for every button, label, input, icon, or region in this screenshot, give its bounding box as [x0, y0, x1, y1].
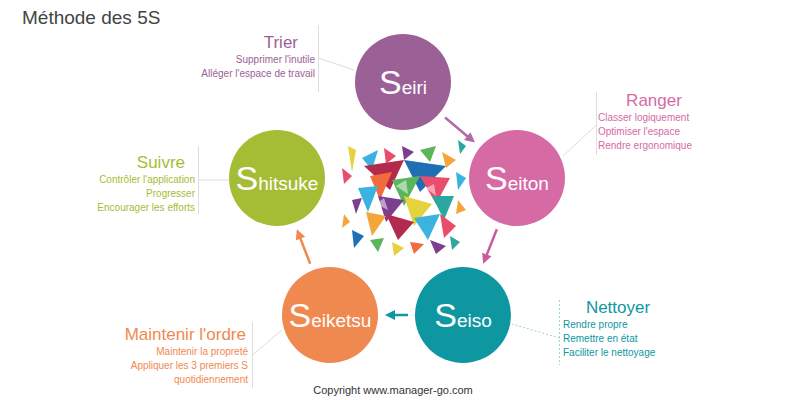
step-action: Supprimer l'inutile: [165, 53, 315, 67]
step-node: ShitsukeSuivreContrôler l'applicationPro…: [229, 130, 325, 226]
step-circle: Seiri: [355, 34, 451, 130]
step-name: Seiketsu: [289, 298, 372, 332]
arrow-shaft: [300, 237, 310, 264]
step-circle: Seiton: [469, 130, 565, 226]
step-action: Remettre en état: [563, 332, 673, 346]
arrow-shaft: [445, 117, 469, 137]
diagram-title: Méthode des 5S: [22, 7, 160, 29]
step-heading: Nettoyer: [563, 298, 673, 318]
step-action: Progresser: [65, 187, 195, 201]
step-node: SeitonRangerClasser logiquementOptimiser…: [469, 130, 565, 226]
step-name: Seiri: [379, 65, 427, 99]
step-action: Optimiser l'espace: [598, 125, 710, 139]
step-action: Appliquer les 3 premiers S quotidienneme…: [98, 359, 248, 387]
arrow-head: [464, 132, 475, 142]
step-name: Seiton: [485, 161, 549, 195]
step-node: SeiriTrierSupprimer l'inutileAlléger l'e…: [355, 34, 451, 130]
step-description: SuivreContrôler l'applicationProgresserE…: [65, 153, 195, 215]
flow-arrow: [445, 117, 475, 142]
step-circle: Seiso: [415, 267, 511, 363]
arrow-head: [296, 229, 305, 240]
step-description: TrierSupprimer l'inutileAlléger l'espace…: [165, 33, 315, 81]
step-action: Alléger l'espace de travail: [165, 67, 315, 81]
step-heading: Trier: [165, 33, 315, 53]
step-description: RangerClasser logiquementOptimiser l'esp…: [598, 91, 710, 153]
step-action: Classer logiquement: [598, 111, 710, 125]
step-description: NettoyerRendre propreRemettre en étatFac…: [563, 298, 673, 360]
step-node: SeiketsuMaintenir l'ordreMaintenir la pr…: [282, 267, 378, 363]
step-circle: Seiketsu: [282, 267, 378, 363]
copyright-caption: Copyright www.manager-go.com: [243, 384, 543, 396]
step-name: Seiso: [434, 298, 492, 332]
step-heading: Maintenir l'ordre: [98, 325, 248, 345]
arrow-shaft: [486, 229, 497, 256]
arrow-head: [482, 253, 491, 264]
step-heading: Ranger: [598, 91, 710, 111]
step-action: Faciliter le nettoyage: [563, 346, 673, 360]
step-name: Shitsuke: [236, 161, 319, 195]
flow-arrow: [296, 229, 310, 263]
flow-arrow: [482, 229, 497, 264]
step-circle: Shitsuke: [229, 130, 325, 226]
step-node: SeisoNettoyerRendre propreRemettre en ét…: [415, 267, 511, 363]
step-action: Encourager les efforts: [65, 201, 195, 215]
step-action: Rendre ergonomique: [598, 139, 710, 153]
flow-arrow: [385, 310, 408, 320]
step-action: Rendre propre: [563, 318, 673, 332]
step-description: Maintenir l'ordreMaintenir la propretéAp…: [98, 325, 248, 387]
step-action: Maintenir la propreté: [98, 345, 248, 359]
step-action: Contrôler l'application: [65, 173, 195, 187]
arrow-shaft: [393, 314, 408, 317]
step-heading: Suivre: [65, 153, 195, 173]
arrow-head: [385, 310, 395, 320]
